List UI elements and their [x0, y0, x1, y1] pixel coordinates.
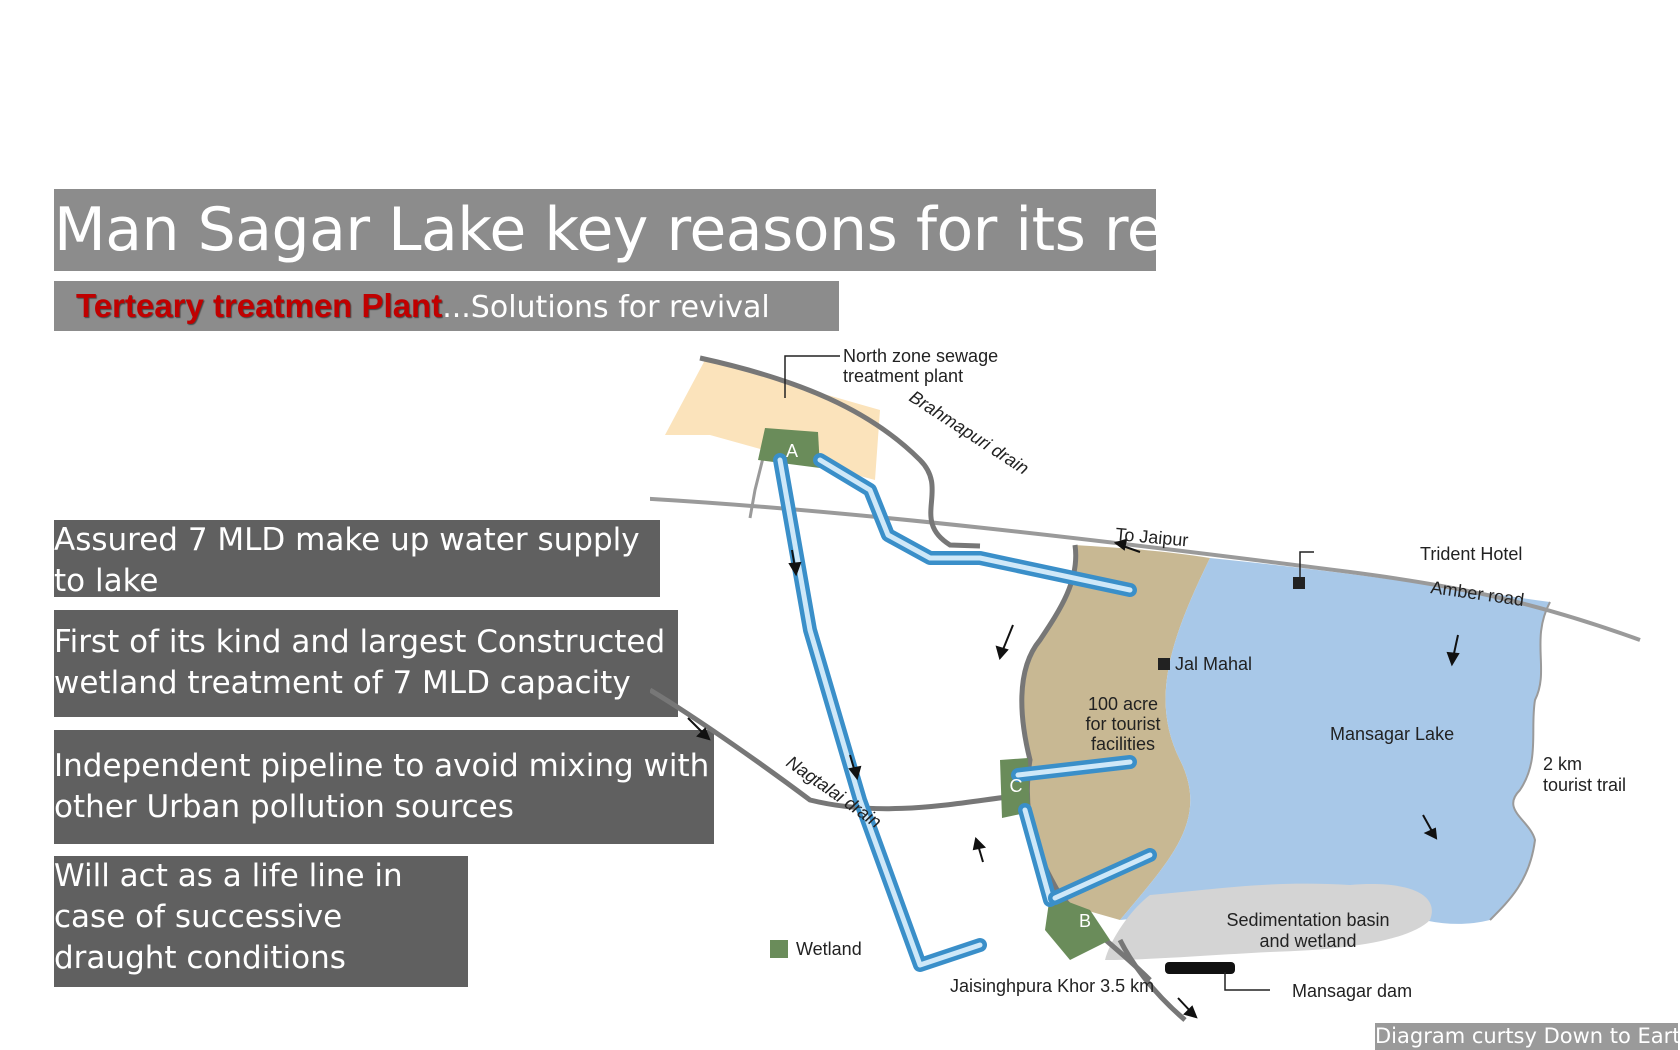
label-jaisinghpura: Jaisinghpura Khor 3.5 km [950, 976, 1154, 996]
tourist-land [1021, 545, 1210, 920]
label-trident-hotel: Trident Hotel [1420, 544, 1522, 564]
label-wetland-b: B [1079, 911, 1091, 931]
point-make-up-water: Assured 7 MLD make up water supply to la… [54, 520, 660, 597]
stp-leader [784, 355, 840, 398]
point-independent-pipeline: Independent pipeline to avoid mixing wit… [54, 730, 714, 844]
flow-arrows [687, 538, 1460, 1019]
label-sedimentation-1: Sedimentation basin [1226, 910, 1389, 930]
mansagar-dam [1165, 962, 1235, 974]
label-mansagar-dam: Mansagar dam [1292, 981, 1412, 1001]
jaisinghpura-khor [1117, 938, 1187, 1022]
pipelines [773, 453, 1157, 972]
label-north-stp-1: North zone sewage [843, 346, 998, 366]
label-north-stp-2: treatment plant [843, 366, 963, 386]
subtitle-highlight: Terteary treatmen Plant [76, 287, 443, 324]
lake-map-diagram: North zone sewage treatment plant Brahma… [650, 346, 1641, 1022]
label-tourist-1: 100 acre [1088, 694, 1158, 714]
label-wetland-legend: Wetland [796, 939, 862, 959]
lake-east-shore [1489, 601, 1551, 921]
label-mansagar-lake: Mansagar Lake [1330, 724, 1454, 744]
label-jal-mahal: Jal Mahal [1175, 654, 1252, 674]
label-trail-2: tourist trail [1543, 775, 1626, 795]
label-wetland-a: A [786, 441, 798, 461]
nagtalai-drain [650, 687, 1026, 812]
wetland-b [1045, 895, 1110, 960]
amber-road [650, 496, 1641, 642]
jal-mahal-icon [1158, 658, 1170, 670]
sedimentation-basin [1105, 883, 1432, 960]
label-tourist-3: facilities [1091, 734, 1155, 754]
label-wetland-c: C [1010, 776, 1023, 796]
stp-area [665, 360, 880, 480]
point-constructed-wetland: First of its kind and largest Constructe… [54, 610, 678, 717]
brahmapuri-drain [699, 355, 981, 549]
wetland-legend-swatch [770, 940, 788, 958]
subtitle-rest: ...Solutions for revival [442, 290, 770, 325]
label-sedimentation-2: and wetland [1259, 931, 1356, 951]
label-trail-1: 2 km [1543, 754, 1582, 774]
mansagar-lake-area [1120, 558, 1550, 924]
label-tourist-2: for tourist [1085, 714, 1160, 734]
trident-hotel-icon [1293, 577, 1305, 589]
point-life-line: Will act as a life line in case of succe… [54, 856, 468, 987]
dam-leader [1224, 972, 1270, 991]
diagram-credit: Diagram curtsy Down to Earth [1375, 1023, 1678, 1050]
stp-road-stub [748, 449, 767, 519]
subtitle: Terteary treatmen Plant...Solutions for … [54, 281, 839, 331]
page-title: Man Sagar Lake key reasons for its reviv… [54, 189, 1156, 271]
trident-leader [1299, 551, 1314, 577]
